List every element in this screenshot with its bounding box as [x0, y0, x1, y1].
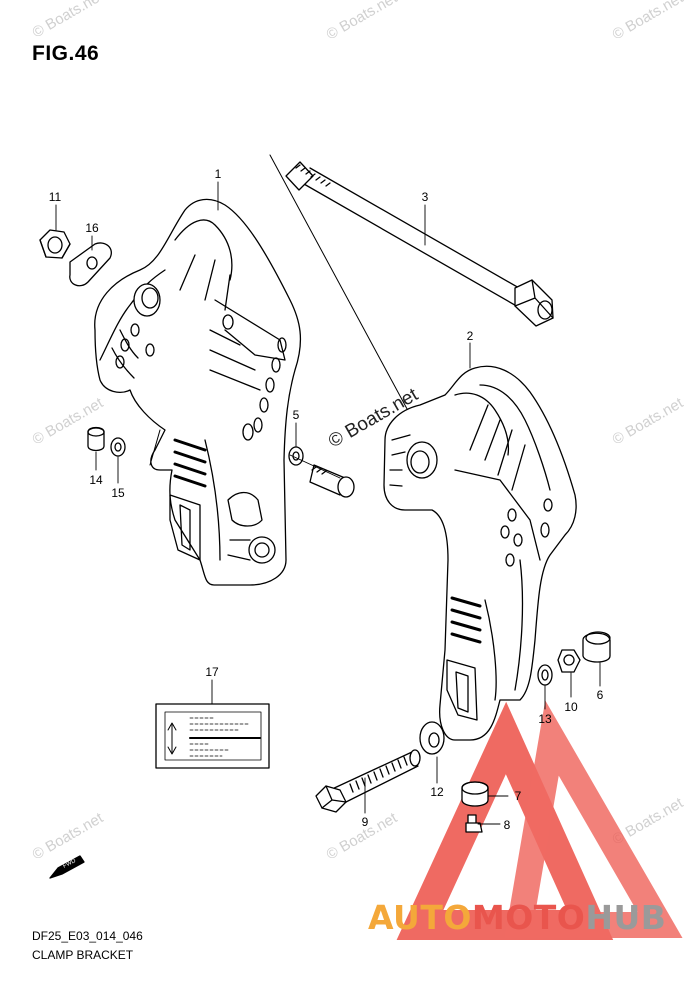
logo-part-moto: MOTO [471, 898, 586, 937]
callout-10: 10 [564, 700, 578, 714]
figure-code: DF25_E03_014_046 [32, 929, 143, 943]
washer-part-15 [110, 437, 126, 457]
spacer-part-7 [461, 781, 489, 807]
callout-11: 11 [49, 190, 62, 204]
callout-1: 1 [215, 167, 222, 181]
callout-17: 17 [205, 665, 219, 679]
fwd-direction-arrow [49, 855, 85, 879]
washer-part-12 [419, 721, 445, 755]
watermark: © Boats.net [610, 394, 687, 448]
clamp-bracket-left [94, 198, 302, 586]
watermark: © Boats.net [30, 0, 107, 41]
caution-label-part-17 [155, 703, 270, 769]
callout-2: 2 [467, 329, 474, 343]
callout-15: 15 [111, 486, 125, 500]
clamp-bracket-right [383, 365, 577, 741]
logo-triangle-mark [396, 700, 683, 940]
washer-part-13 [537, 664, 553, 686]
rod-part-3 [285, 161, 554, 327]
bolt-part-9 [315, 749, 421, 813]
nut-part-10 [557, 649, 581, 673]
collar-part-6 [582, 631, 611, 663]
callout-5: 5 [293, 408, 300, 422]
callout-6: 6 [597, 688, 604, 702]
callout-16: 16 [85, 221, 99, 235]
leader-lines [55, 181, 601, 825]
figure-name: CLAMP BRACKET [32, 948, 134, 962]
logo-part-hub: HUB [585, 898, 667, 937]
watermark: © Boats.net [610, 0, 687, 43]
callout-13: 13 [538, 712, 552, 726]
nut-part-11 [39, 229, 71, 259]
pin-part-5 [288, 446, 355, 498]
figure-title: FIG.46 [32, 42, 100, 65]
callout-14: 14 [89, 473, 103, 487]
logo-part-auto: AUTO [368, 898, 472, 937]
watermark: © Boats.net [30, 809, 107, 863]
screw-part-8 [465, 814, 483, 833]
watermark: © Boats.net [324, 0, 401, 43]
callout-7: 7 [515, 789, 522, 803]
callout-8: 8 [504, 818, 511, 832]
callout-12: 12 [430, 785, 444, 799]
collar-part-14 [87, 426, 105, 452]
plate-part-16 [69, 242, 112, 287]
callout-3: 3 [422, 190, 429, 204]
automotohub-logo: AUTOMOTOHUB [368, 898, 666, 937]
callout-9: 9 [362, 815, 369, 829]
